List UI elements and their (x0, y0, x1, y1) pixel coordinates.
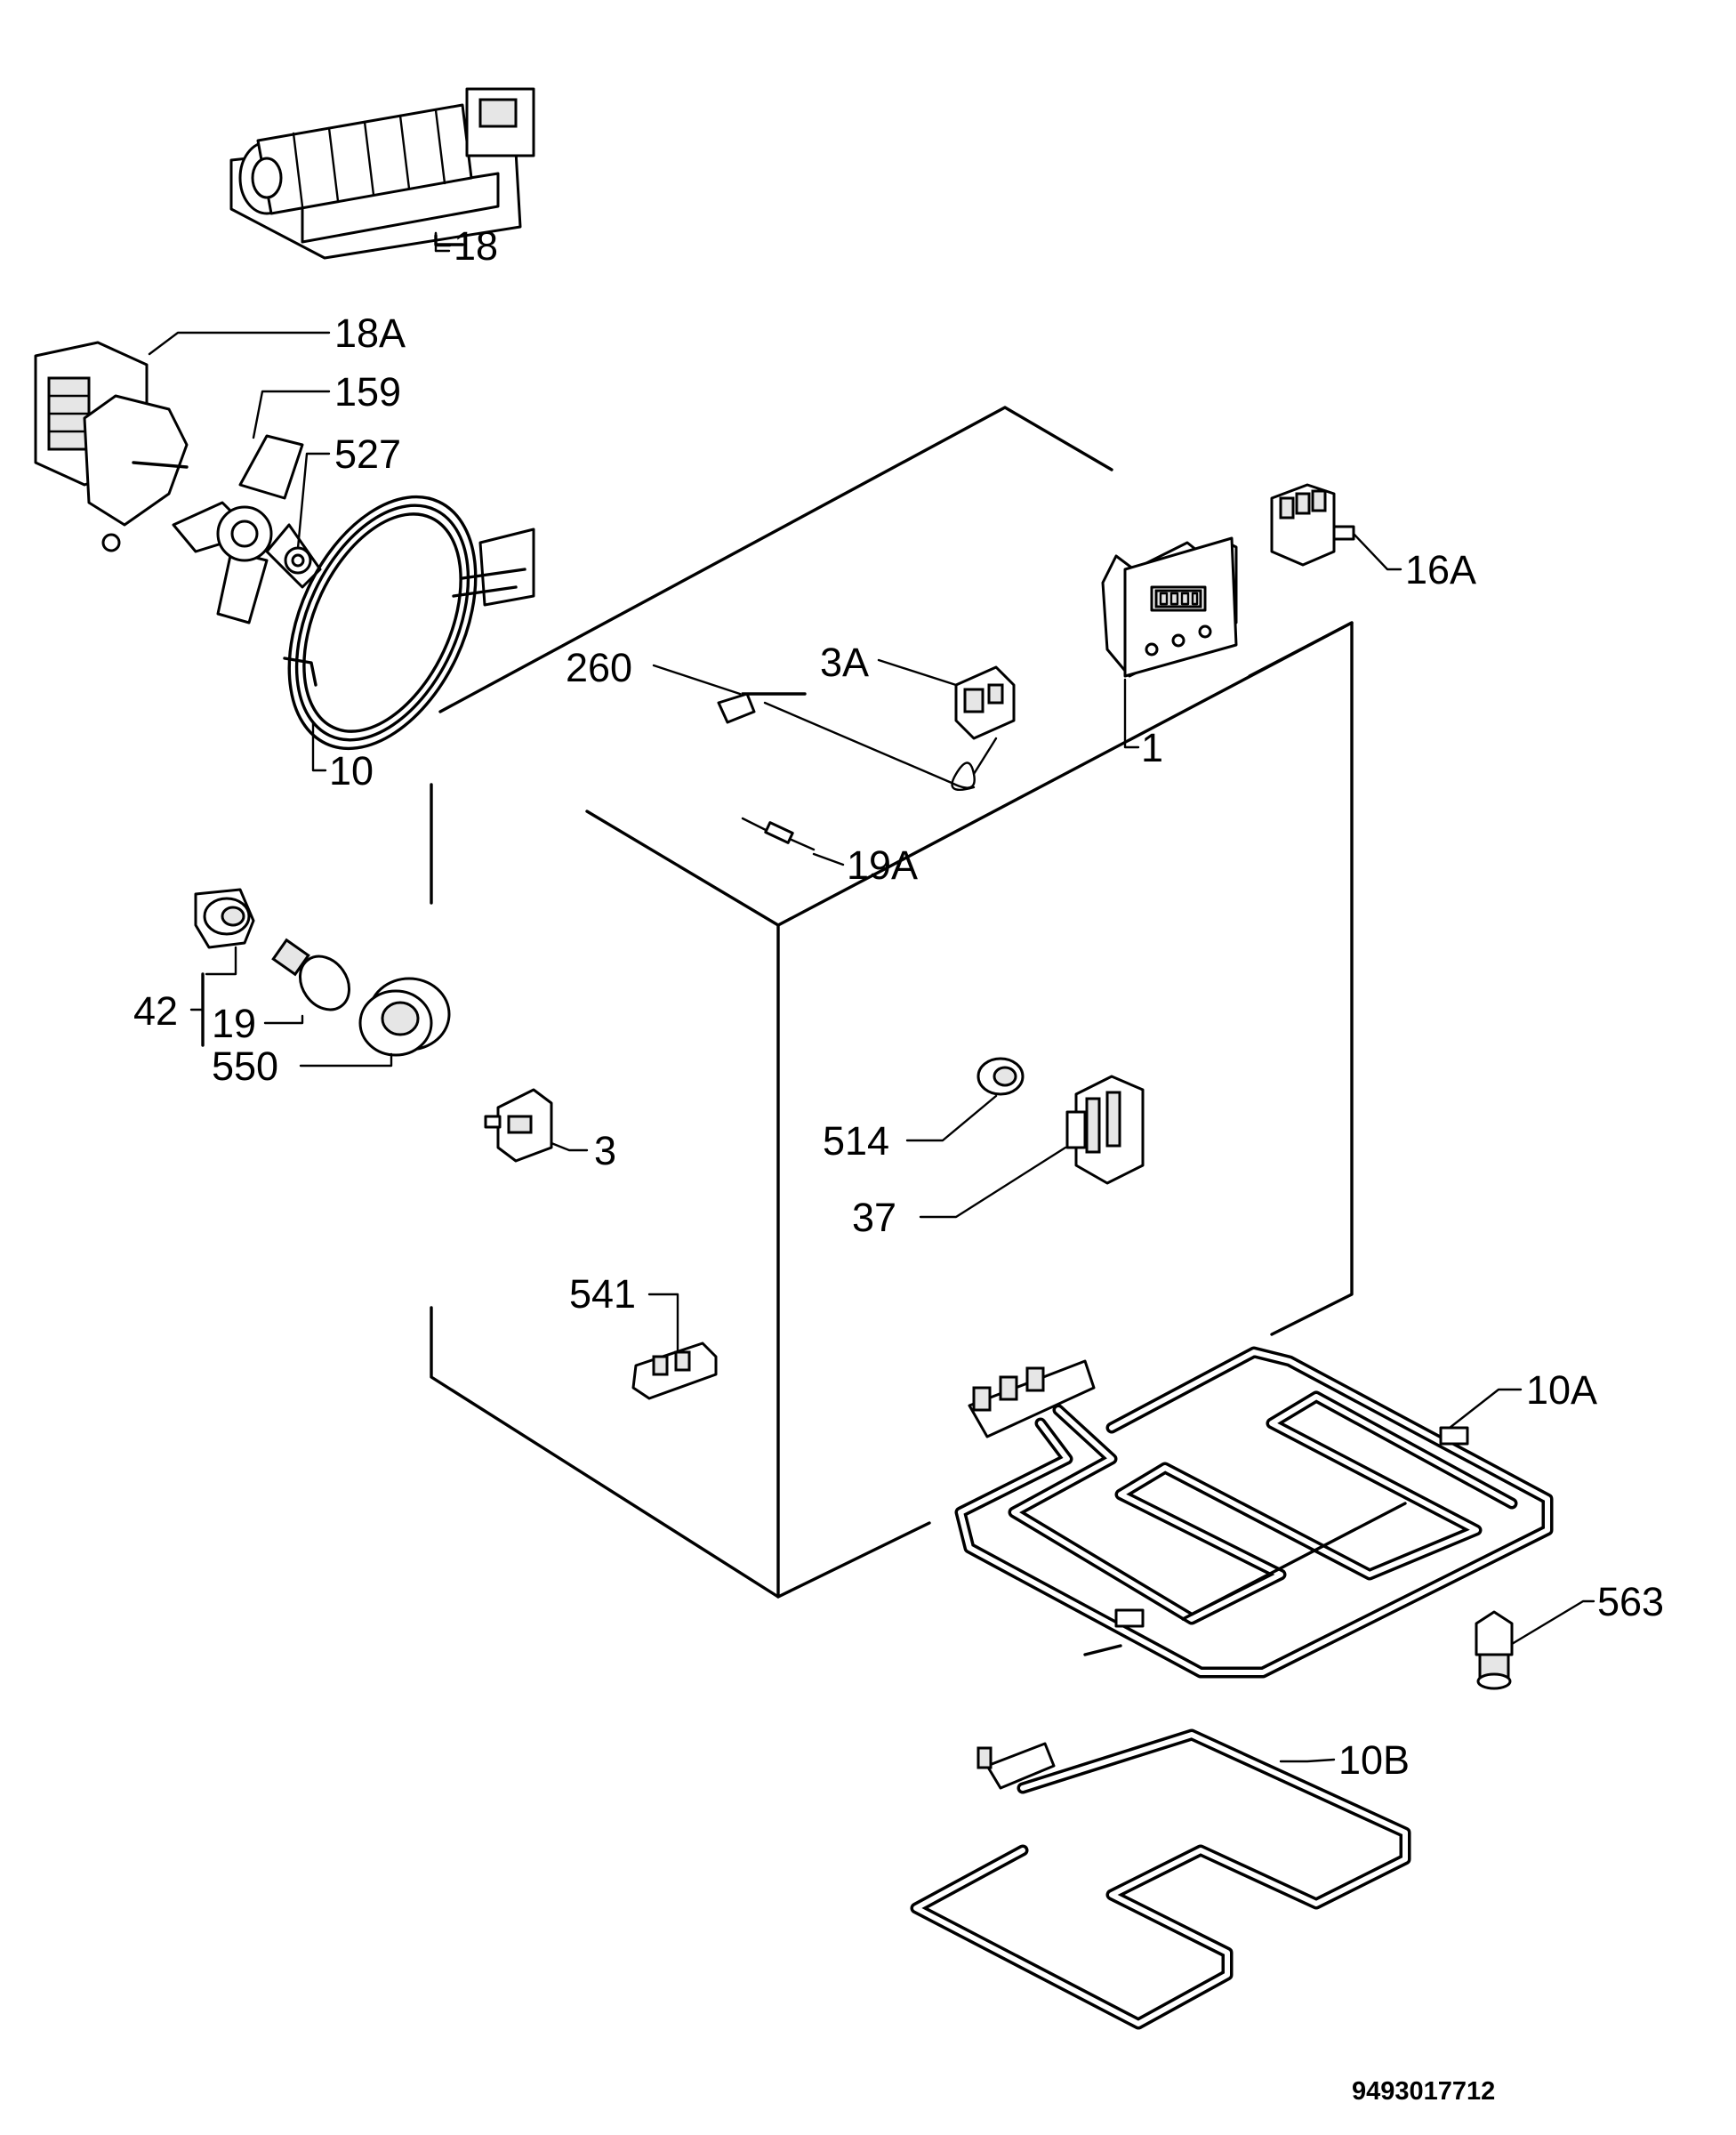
thermal-fuse-part-19a (741, 817, 816, 851)
callout-18: 18 (454, 223, 498, 269)
grill-element-part-10a (954, 1346, 1554, 1679)
lamp-holder-part-42 (194, 888, 255, 949)
callout-37: 37 (852, 1195, 896, 1240)
tangential-fan-part-18 (229, 87, 535, 260)
fan-blade-part-159 (172, 434, 322, 624)
callout-10: 10 (329, 748, 374, 794)
callout-18a: 18A (334, 310, 406, 356)
callout-550: 550 (212, 1043, 278, 1089)
callout-1: 1 (1141, 725, 1163, 770)
thermostat-part-3a (954, 665, 1016, 740)
fan-motor-part-18a (34, 341, 189, 552)
timer-button (1198, 624, 1212, 639)
door-switch-part-37 (1065, 1075, 1145, 1185)
timer-button (1145, 642, 1159, 657)
callout-3a: 3A (820, 640, 869, 685)
callout-42: 42 (133, 988, 178, 1034)
callout-3: 3 (594, 1128, 616, 1173)
lamp-socket-part-514 (976, 1057, 1025, 1096)
selector-switch-part-16a (1270, 483, 1355, 567)
callout-563: 563 (1597, 1579, 1664, 1624)
callout-541: 541 (569, 1271, 636, 1317)
callout-159: 159 (334, 369, 401, 415)
switch-part-3 (484, 1088, 553, 1163)
electronic-timer-part-1 (1101, 536, 1238, 678)
callout-10a: 10A (1526, 1367, 1597, 1413)
foot-screw-part-563 (1475, 1610, 1514, 1690)
bottom-element-part-10b (910, 1728, 1411, 2030)
callout-19: 19 (212, 1001, 256, 1046)
callout-514: 514 (823, 1118, 889, 1164)
lamp-cover-part-550 (358, 977, 451, 1057)
callout-10b: 10B (1338, 1737, 1410, 1783)
callout-527: 527 (334, 431, 401, 477)
oven-cavity-outline (430, 406, 1354, 1599)
terminal-block-part-541 (631, 1341, 718, 1400)
leader-lines (148, 231, 1595, 1763)
circular-element-part-10 (283, 495, 535, 751)
timer-display (1154, 589, 1202, 608)
callout-labels: 18 18A 159 527 10 260 3A 1 16A 19A 42 19… (133, 223, 1664, 1783)
timer-button (1171, 633, 1185, 648)
fan-nut-part-527 (284, 546, 312, 575)
callout-16a: 16A (1405, 547, 1476, 592)
drawing-code: 9493017712 (1352, 2077, 1495, 2106)
callout-19a: 19A (847, 842, 918, 888)
thermostat-probe-part-260 (717, 692, 998, 792)
lamp-bulb-part-19 (271, 938, 351, 1011)
callout-260: 260 (566, 645, 632, 690)
